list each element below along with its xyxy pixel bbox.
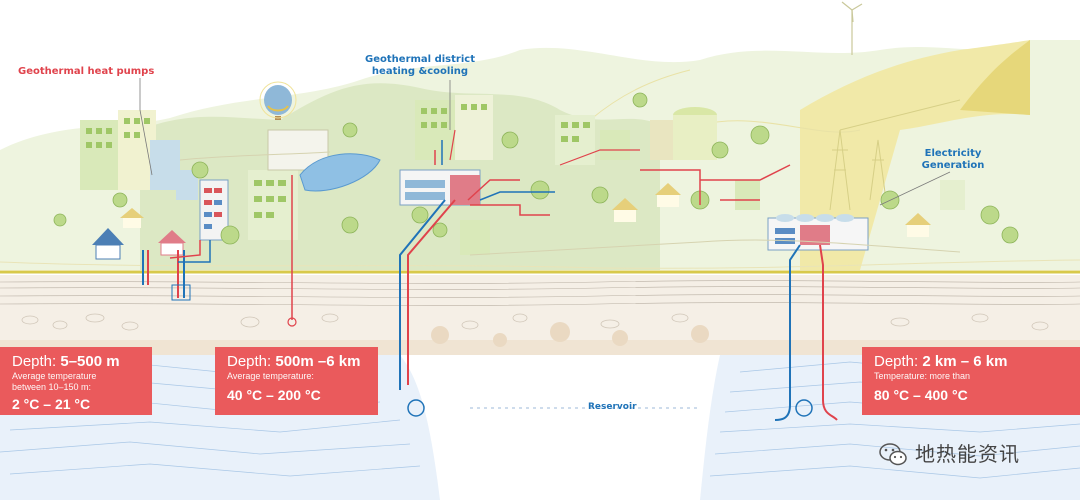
- depth-subtext: Average temperature:: [227, 371, 314, 381]
- depth-box-district-heating: Depth: 500m –6 km Average temperature: 4…: [215, 347, 378, 415]
- depth-box-heat-pumps: Depth: 5–500 m Average temperature betwe…: [0, 347, 152, 415]
- heat-pump-pipes: [142, 175, 297, 327]
- depth-heading: Depth: 500m –6 km: [227, 353, 361, 370]
- reservoir-label: Reservoir: [588, 402, 637, 412]
- depth-subtext: Average temperature: [12, 371, 97, 381]
- electricity-pipes: [774, 244, 838, 421]
- trees: [53, 92, 1019, 245]
- temperature-range: 80 °C – 400 °C: [874, 387, 968, 403]
- callout-leader-lines: [139, 78, 951, 206]
- soil-layers: [0, 275, 1080, 355]
- district-heating-pipes: [399, 129, 791, 417]
- temperature-range: 2 °C – 21 °C: [12, 396, 91, 412]
- temperature-range: 40 °C – 200 °C: [227, 387, 321, 403]
- wechat-icon: [879, 443, 907, 466]
- wind-turbine-icon: [841, 1, 863, 55]
- electricity-generation-label: Electricity Generation: [921, 148, 985, 171]
- pond: [299, 153, 381, 192]
- district-heating-label: Geothermal district heating &cooling: [365, 54, 475, 77]
- heat-pumps-label: Geothermal heat pumps: [18, 66, 155, 77]
- roads: [179, 151, 961, 256]
- depth-heading: Depth: 2 km – 6 km: [874, 353, 1008, 370]
- depth-box-electricity: Depth: 2 km – 6 km Temperature: more tha…: [862, 347, 1080, 415]
- watermark-text: 地热能资讯: [915, 442, 1020, 466]
- power-pylon-icon: [829, 99, 961, 211]
- depth-heading: Depth: 5–500 m: [12, 353, 120, 370]
- depth-subtext: between 10–150 m:: [12, 382, 92, 392]
- power-plant: [767, 214, 869, 251]
- buildings-left: [80, 110, 329, 260]
- depth-subtext: Temperature: more than: [874, 371, 971, 381]
- watermark: 地热能资讯: [915, 438, 1020, 467]
- hot-air-balloon-icon: [259, 81, 297, 120]
